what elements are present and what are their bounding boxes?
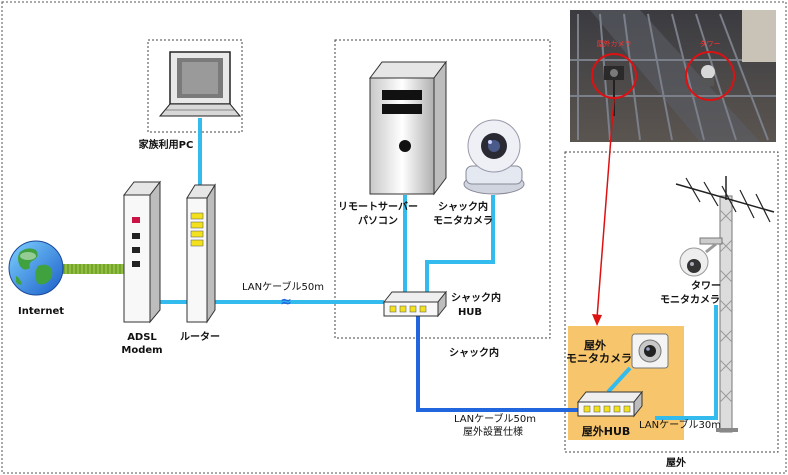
shack-camera-label-line1: シャック内 — [438, 200, 488, 213]
outdoor-lan-label-line1: LANケーブル50m — [454, 412, 536, 425]
server-tower-icon — [369, 60, 447, 196]
lan-cables-light — [157, 118, 718, 420]
shack-camera-label-line2: モニタカメラ — [433, 215, 493, 227]
shack-area-label: シャック内 — [449, 346, 499, 359]
outdoor-lan-label-line2: 屋外設置仕様 — [463, 425, 523, 438]
lan-cable-30-label: LANケーブル30m — [639, 418, 721, 431]
outdoor-area — [564, 151, 779, 453]
globe-icon — [8, 240, 64, 296]
dsl-line-texture — [63, 264, 121, 274]
shack-camera-icon — [463, 119, 525, 195]
family-pc-area — [147, 39, 243, 133]
internet-label: Internet — [18, 306, 64, 317]
outdoor-camera-label-line1: 屋外 — [584, 338, 606, 352]
shack-hub-label-line1: シャック内 — [451, 291, 501, 304]
lan-cable-50-label: LANケーブル50m — [242, 280, 324, 293]
shack-area — [334, 39, 551, 339]
shack-hub-label-line2: HUB — [458, 307, 482, 318]
antenna-tower-icon — [675, 176, 775, 433]
outdoor-camera-icon — [631, 333, 669, 369]
dsl-line — [62, 264, 124, 274]
photo-label-right: タワー — [700, 39, 721, 48]
outdoor-hub-label: 屋外HUB — [582, 424, 631, 438]
tower-camera-label-line1: タワー — [691, 280, 721, 292]
router-label: ルーター — [180, 331, 220, 343]
tower-camera-label-line2: モニタカメラ — [660, 294, 720, 306]
adsl-modem-icon — [122, 180, 162, 324]
outdoor-photo: 屋外カメラ タワー — [570, 10, 776, 142]
outdoor-area-label: 屋外 — [666, 456, 686, 469]
cable-break-mark: ≈ — [280, 294, 292, 310]
outdoor-camera-label-line2: モニタカメラ — [566, 352, 632, 365]
adsl-label-line2: Modem — [121, 345, 162, 356]
photo-label-left: 屋外カメラ — [597, 39, 632, 48]
outdoor-hub-icon — [576, 390, 644, 418]
family-pc-label: 家族利用PC — [139, 138, 194, 151]
shack-hub-icon — [382, 290, 448, 318]
red-arrow — [592, 97, 615, 326]
tower-camera-icon — [679, 237, 723, 277]
remote-server-label-line2: パソコン — [358, 215, 398, 227]
remote-server-label-line1: リモートサーバー — [338, 201, 418, 213]
outdoor-lan-cable — [416, 316, 578, 412]
adsl-label-line1: ADSL — [127, 332, 157, 343]
router-icon — [186, 183, 216, 324]
laptop-icon — [158, 51, 242, 117]
